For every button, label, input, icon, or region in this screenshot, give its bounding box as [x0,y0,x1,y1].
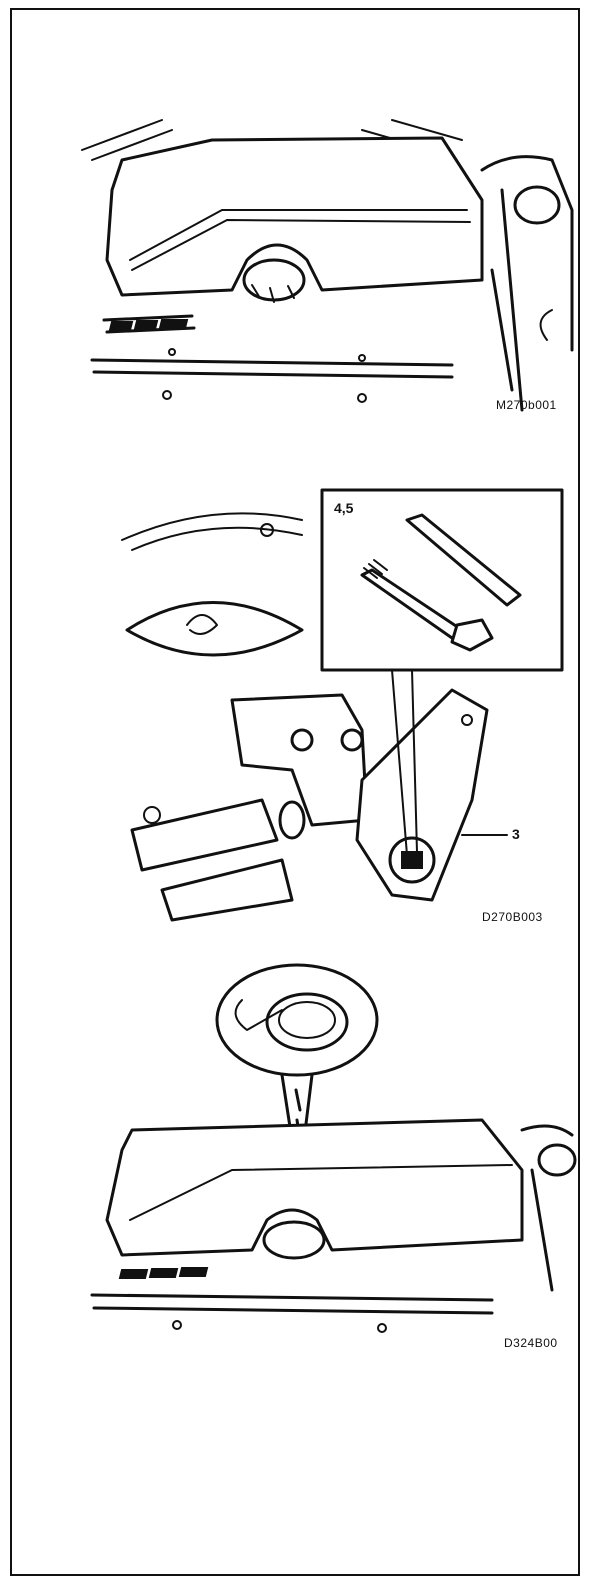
figure-cap-detail: D324B00 [12,963,578,1360]
port [290,728,314,752]
flywheel-edge [121,512,303,551]
housing-mark [186,614,218,635]
brand-badge [118,1267,209,1279]
bolt-hole [358,354,366,362]
bolt-head [450,618,494,652]
pipe-2 [160,858,294,922]
cover-ridge [129,209,468,261]
magnified-cap-face [278,1001,336,1039]
cap-ridges [251,284,295,303]
manual-page-frame: M270b001 [10,8,580,1576]
callout-bracket: 3 [512,826,520,842]
guide-pin [405,513,522,607]
bracket-3 [355,688,489,902]
bolt-hole [168,348,176,356]
oil-filler-cap [262,1220,326,1260]
engine-cover [105,136,484,297]
hood-lines [81,119,463,161]
side-components [520,1124,574,1292]
cap-tether [234,999,283,1031]
bracket-bolt-head [401,851,423,869]
bolt-hole [162,390,172,400]
side-components [480,155,574,412]
inset-leader [391,669,418,856]
brand-badge [108,319,189,331]
cylinder-block [230,693,369,827]
cover-ridge-2 [131,219,471,271]
fastener-inset [320,488,564,672]
figure-bracket: 4,5 3 D270B003 [12,480,578,940]
bolt-thread [363,559,388,579]
housing-outline [125,601,304,657]
figure-code: M270b001 [496,398,557,412]
front-rail [90,1293,494,1315]
bolt-hole [377,1323,387,1333]
engine-cover [105,1118,524,1257]
bracket-hole [461,714,473,726]
cap-detail-drawing [90,963,577,1333]
bolt-hole [260,523,274,537]
pipe-end [278,800,306,840]
cover-ridge [129,1164,513,1221]
hose [539,309,553,341]
port [340,728,364,752]
reservoir-cap [513,185,561,225]
bracket-drawing [121,488,564,922]
engine-cover-drawing [81,119,574,412]
figure-code: D270B003 [482,910,543,924]
bolt-hole [172,1320,182,1330]
figure-engine-cover: M270b001 [12,90,578,430]
pipe-nut [143,806,161,824]
oil-filler-cap [242,258,306,302]
pipe-1 [130,798,279,872]
bolt-hole [357,393,367,403]
figure-code: D324B00 [504,1336,558,1350]
front-rail [90,358,454,379]
callout-fasteners: 4,5 [334,500,354,516]
reservoir-cap [537,1143,577,1177]
